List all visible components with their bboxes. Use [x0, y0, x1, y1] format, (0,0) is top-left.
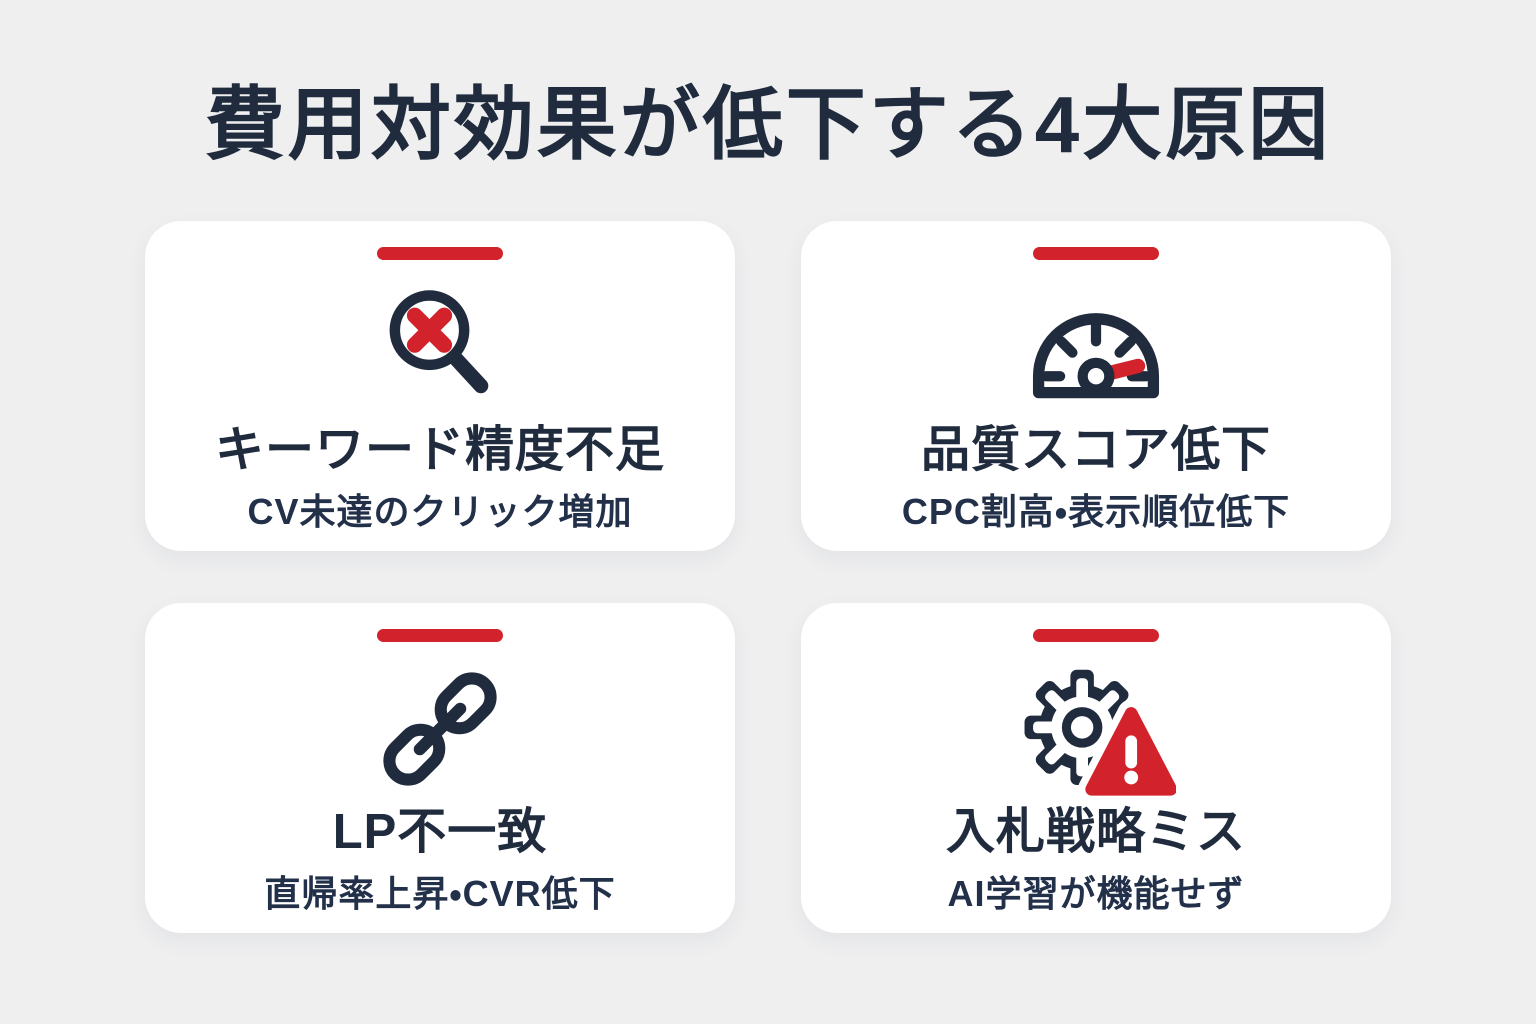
card-subtitle: CPC割高・表示順位低下 — [901, 490, 1291, 532]
accent-bar — [377, 247, 503, 260]
card-bidding-strategy: 入札戦略ミス AI学習が機能せず — [801, 603, 1391, 933]
card-title: キーワード精度不足 — [214, 423, 665, 477]
card-subtitle: 直帰率上昇・CVR低下 — [264, 872, 616, 914]
link-icon — [374, 660, 506, 798]
card-title: 品質スコア低下 — [920, 423, 1271, 477]
speedometer-icon — [1014, 278, 1178, 416]
card-title: 入札戦略ミス — [945, 805, 1246, 859]
gear-warning-icon — [1016, 660, 1176, 799]
page-title: 費用対効果が低下する4大原因 — [204, 80, 1332, 169]
search-x-icon — [377, 278, 503, 416]
accent-bar — [377, 629, 503, 642]
card-title: LP不一致 — [332, 805, 548, 859]
card-subtitle: AI学習が機能せず — [947, 872, 1245, 914]
accent-bar — [1033, 629, 1159, 642]
accent-bar — [1033, 247, 1159, 260]
card-subtitle: CV未達のクリック増加 — [247, 490, 633, 532]
card-lp-mismatch: LP不一致 直帰率上昇・CVR低下 — [145, 603, 735, 933]
card-quality-score: 品質スコア低下 CPC割高・表示順位低下 — [801, 221, 1391, 551]
card-keyword-precision: キーワード精度不足 CV未達のクリック増加 — [145, 221, 735, 551]
cards-grid: キーワード精度不足 CV未達のクリック増加 品質スコア低下 CPC割高・表示順 — [145, 221, 1391, 933]
